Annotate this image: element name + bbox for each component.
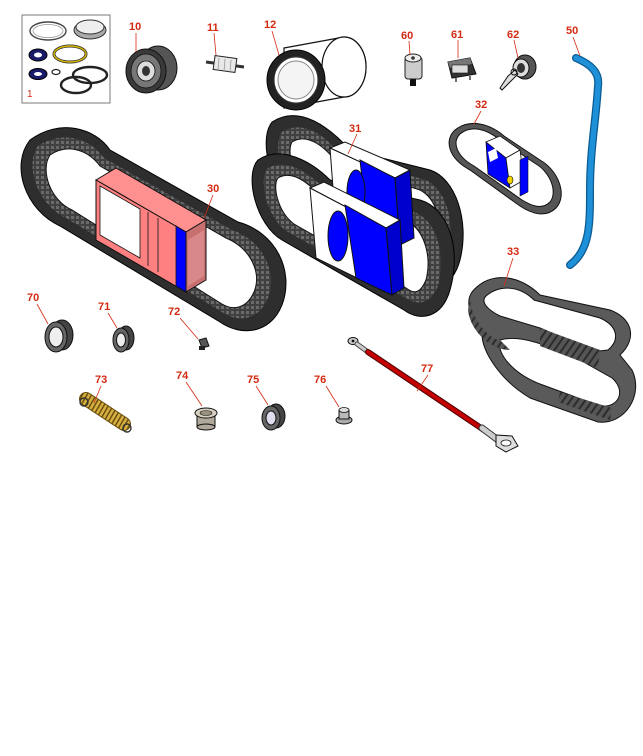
belt-33-part[interactable] bbox=[468, 277, 637, 423]
grease-fitting-part[interactable] bbox=[198, 337, 210, 350]
leader-lines bbox=[36, 30, 581, 408]
callout-33[interactable]: 33 bbox=[507, 246, 519, 258]
callout-73[interactable]: 73 bbox=[95, 374, 107, 386]
callout-labels: 10 11 12 60 61 62 50 31 32 30 33 70 71 7… bbox=[27, 19, 578, 386]
ignition-switch-part[interactable] bbox=[499, 54, 537, 91]
callout-60[interactable]: 60 bbox=[401, 30, 413, 42]
callout-10[interactable]: 10 bbox=[129, 21, 141, 33]
switch-part[interactable] bbox=[404, 53, 423, 86]
callout-77[interactable]: 77 bbox=[421, 363, 433, 375]
pulley-part[interactable] bbox=[125, 45, 178, 94]
callout-71[interactable]: 71 bbox=[98, 301, 110, 313]
callout-12[interactable]: 12 bbox=[264, 19, 276, 31]
callout-31[interactable]: 31 bbox=[349, 123, 361, 135]
kit-label: 1 bbox=[27, 89, 33, 100]
relay-part[interactable] bbox=[447, 57, 477, 82]
belt-31-part[interactable] bbox=[251, 115, 464, 317]
callout-75[interactable]: 75 bbox=[247, 374, 259, 386]
callout-11[interactable]: 11 bbox=[207, 22, 219, 34]
nut-part[interactable] bbox=[335, 407, 353, 425]
callout-76[interactable]: 76 bbox=[314, 374, 326, 386]
battery-cable-part[interactable] bbox=[347, 337, 519, 453]
callout-30[interactable]: 30 bbox=[207, 183, 219, 195]
callout-32[interactable]: 32 bbox=[475, 99, 487, 111]
belt-32-part[interactable] bbox=[448, 122, 562, 215]
callout-61[interactable]: 61 bbox=[451, 29, 463, 41]
seal-kit-group[interactable]: 1 bbox=[21, 14, 111, 104]
spring-part[interactable] bbox=[79, 392, 132, 433]
callout-62[interactable]: 62 bbox=[507, 29, 519, 41]
callout-50[interactable]: 50 bbox=[566, 25, 578, 37]
fuel-filter-part[interactable] bbox=[205, 54, 245, 74]
air-filter-part[interactable] bbox=[266, 36, 367, 111]
bearing-70-part[interactable] bbox=[44, 319, 74, 353]
bushing-part[interactable] bbox=[194, 407, 218, 431]
bearing-75-part[interactable] bbox=[261, 403, 286, 431]
belt-30-part[interactable] bbox=[20, 127, 287, 332]
hose-part[interactable] bbox=[566, 54, 603, 269]
bearing-71-part[interactable] bbox=[112, 325, 135, 353]
callout-74[interactable]: 74 bbox=[176, 370, 189, 382]
callout-70[interactable]: 70 bbox=[27, 292, 39, 304]
callout-72[interactable]: 72 bbox=[168, 306, 180, 318]
